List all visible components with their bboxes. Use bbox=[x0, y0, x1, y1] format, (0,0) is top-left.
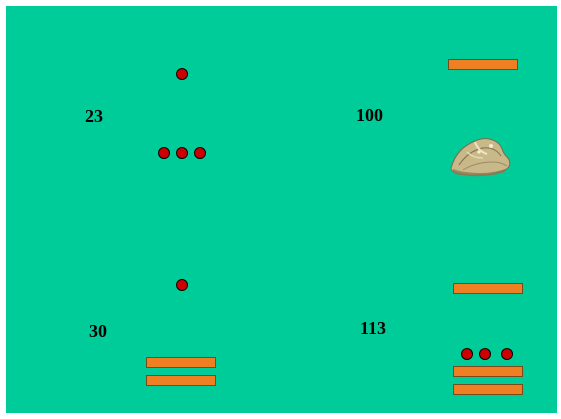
dot-bottom-right-1 bbox=[461, 348, 473, 360]
dot-top-left-row-3 bbox=[194, 147, 206, 159]
shell-icon bbox=[447, 132, 513, 178]
dot-bottom-right-3 bbox=[501, 348, 513, 360]
bar-bottom-left-1 bbox=[146, 357, 216, 368]
game-board: 23 100 30 113 bbox=[6, 6, 557, 413]
dot-bottom-right-2 bbox=[479, 348, 491, 360]
bar-bottom-right-top bbox=[453, 283, 523, 294]
dot-top-left-upper bbox=[176, 68, 188, 80]
bar-bottom-right-1 bbox=[453, 366, 523, 377]
number-top-left: 23 bbox=[85, 107, 103, 125]
number-bottom-left: 30 bbox=[89, 322, 107, 340]
bar-bottom-right-2 bbox=[453, 384, 523, 395]
dot-top-left-row-1 bbox=[158, 147, 170, 159]
number-top-right: 100 bbox=[356, 106, 383, 124]
bar-top-right bbox=[448, 59, 518, 70]
bar-bottom-left-2 bbox=[146, 375, 216, 386]
dot-bottom-left bbox=[176, 279, 188, 291]
dot-top-left-row-2 bbox=[176, 147, 188, 159]
number-bottom-right: 113 bbox=[360, 319, 386, 337]
